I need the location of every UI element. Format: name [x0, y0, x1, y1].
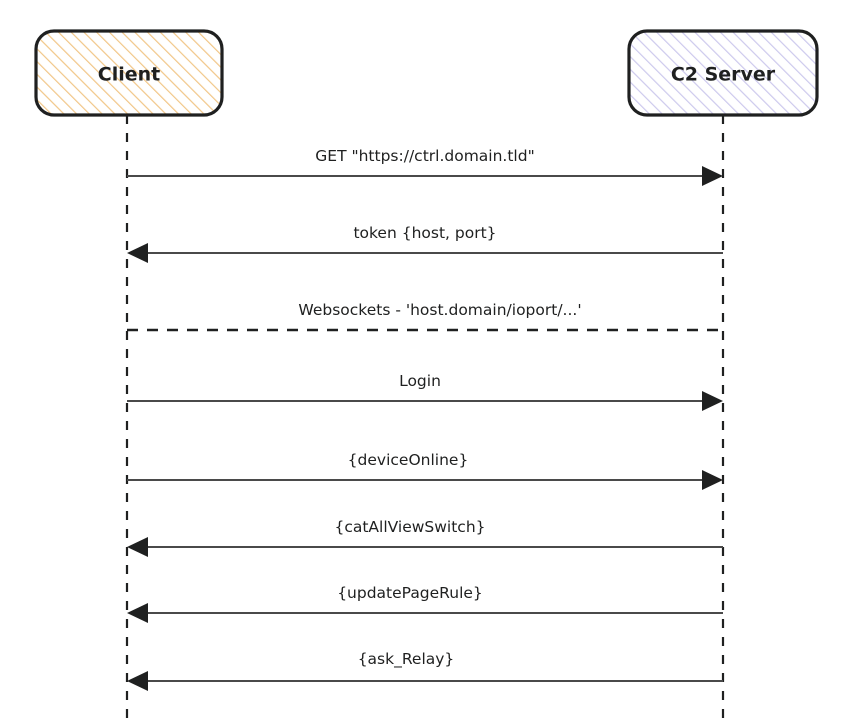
participant-label-client: Client	[98, 64, 160, 86]
message-label-3: Websockets - 'host.domain/ioport/...'	[298, 301, 581, 319]
message-arrowhead-4	[702, 391, 723, 411]
message-arrowhead-5	[702, 470, 723, 490]
message-label-6: {catAllViewSwitch}	[334, 518, 485, 536]
message-label-8: {ask_Relay}	[358, 650, 455, 669]
message-label-2: token {host, port}	[353, 224, 496, 242]
participant-c2server[interactable]: C2 Server	[627, 29, 819, 117]
message-label-1: GET "https://ctrl.domain.tld"	[315, 147, 534, 165]
message-arrowhead-2	[127, 243, 148, 263]
message-label-7: {updatePageRule}	[337, 584, 483, 602]
message-arrowhead-1	[702, 166, 723, 186]
message-arrowhead-7	[127, 603, 148, 623]
participant-box-c2server[interactable]	[627, 29, 819, 117]
message-arrowhead-6	[127, 537, 148, 557]
message-arrowhead-8	[127, 671, 148, 691]
participant-label-c2server: C2 Server	[671, 64, 776, 86]
message-2[interactable]: token {host, port}	[127, 224, 723, 263]
message-3[interactable]: Websockets - 'host.domain/ioport/...'	[127, 301, 723, 332]
lifelines-group	[125, 115, 725, 722]
participant-client[interactable]: Client	[34, 29, 224, 117]
message-8[interactable]: {ask_Relay}	[127, 650, 723, 691]
message-7[interactable]: {updatePageRule}	[127, 584, 723, 623]
message-4[interactable]: Login	[127, 372, 723, 411]
message-6[interactable]: {catAllViewSwitch}	[127, 518, 723, 557]
message-5[interactable]: {deviceOnline}	[127, 451, 723, 490]
message-label-4: Login	[399, 372, 441, 390]
participant-box-client[interactable]	[34, 29, 224, 117]
message-1[interactable]: GET "https://ctrl.domain.tld"	[127, 147, 723, 186]
message-label-5: {deviceOnline}	[348, 451, 469, 469]
